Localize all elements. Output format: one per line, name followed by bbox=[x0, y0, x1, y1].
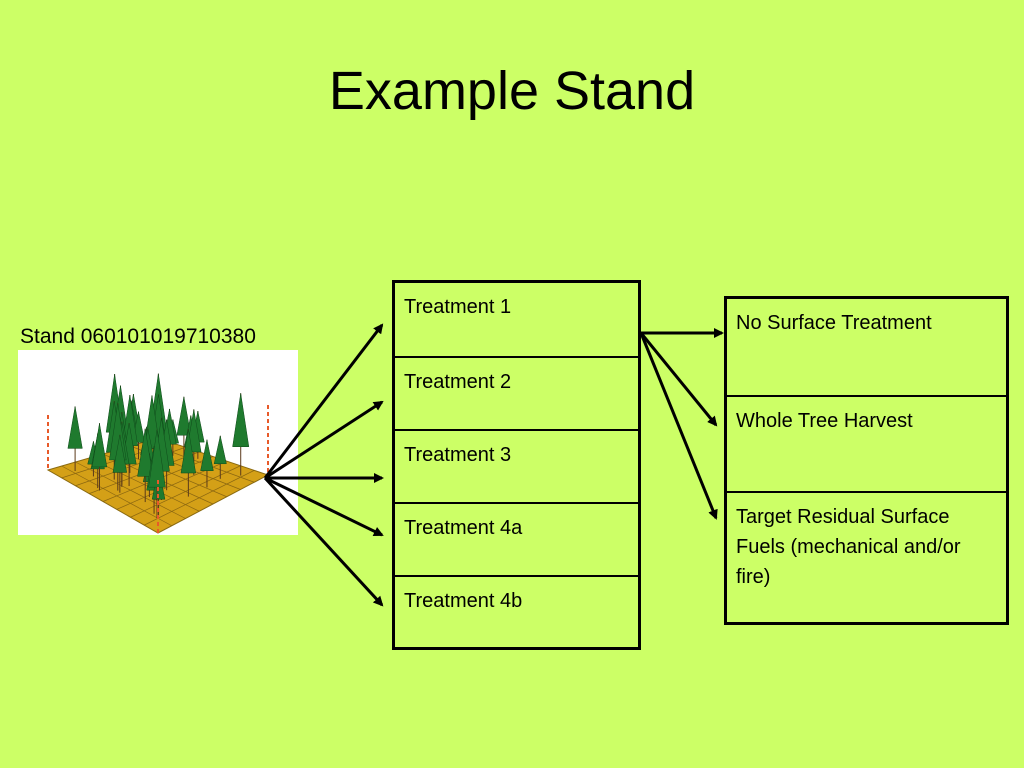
surface-option-target-residual: Target Residual Surface Fuels (mechanica… bbox=[727, 491, 1006, 622]
stand-visualization-image bbox=[18, 350, 298, 535]
stand-3d-plot bbox=[46, 373, 270, 534]
tree bbox=[67, 406, 83, 472]
grid-line bbox=[130, 465, 241, 518]
arrow-to-treatment-4b bbox=[263, 476, 384, 607]
tree bbox=[213, 435, 227, 479]
treatment-4b: Treatment 4b bbox=[395, 575, 638, 648]
trees-group bbox=[67, 373, 250, 519]
tree bbox=[112, 434, 128, 493]
tree bbox=[137, 428, 154, 503]
grid-line bbox=[144, 470, 255, 526]
tree bbox=[176, 396, 192, 456]
tree bbox=[91, 423, 108, 491]
arrow-to-treatment-2 bbox=[264, 400, 384, 480]
arrow-to-treatment-1 bbox=[263, 323, 384, 479]
arrow-to-whole-tree-harvest bbox=[639, 332, 718, 427]
tree bbox=[180, 429, 197, 497]
treatment-1: Treatment 1 bbox=[404, 296, 512, 318]
treatment-3: Treatment 3 bbox=[395, 429, 638, 502]
surface-option-no-treatment: No Surface Treatment bbox=[736, 312, 932, 334]
treatment-4a: Treatment 4a bbox=[395, 502, 638, 575]
treatments-table: Treatment 1 Treatment 2 Treatment 3 Trea… bbox=[392, 280, 641, 650]
tree bbox=[232, 393, 250, 476]
surface-option-whole-tree-harvest: Whole Tree Harvest bbox=[727, 395, 1006, 491]
stand-label: Stand 060101019710380 bbox=[20, 325, 256, 348]
arrow-to-target-residual bbox=[639, 332, 718, 520]
tree bbox=[200, 439, 214, 488]
surface-treatments-table: No Surface Treatment Whole Tree Harvest … bbox=[724, 296, 1009, 625]
treatment-2: Treatment 2 bbox=[395, 356, 638, 429]
arrow-to-treatment-4a bbox=[264, 476, 384, 537]
page-title: Example Stand bbox=[328, 61, 696, 121]
